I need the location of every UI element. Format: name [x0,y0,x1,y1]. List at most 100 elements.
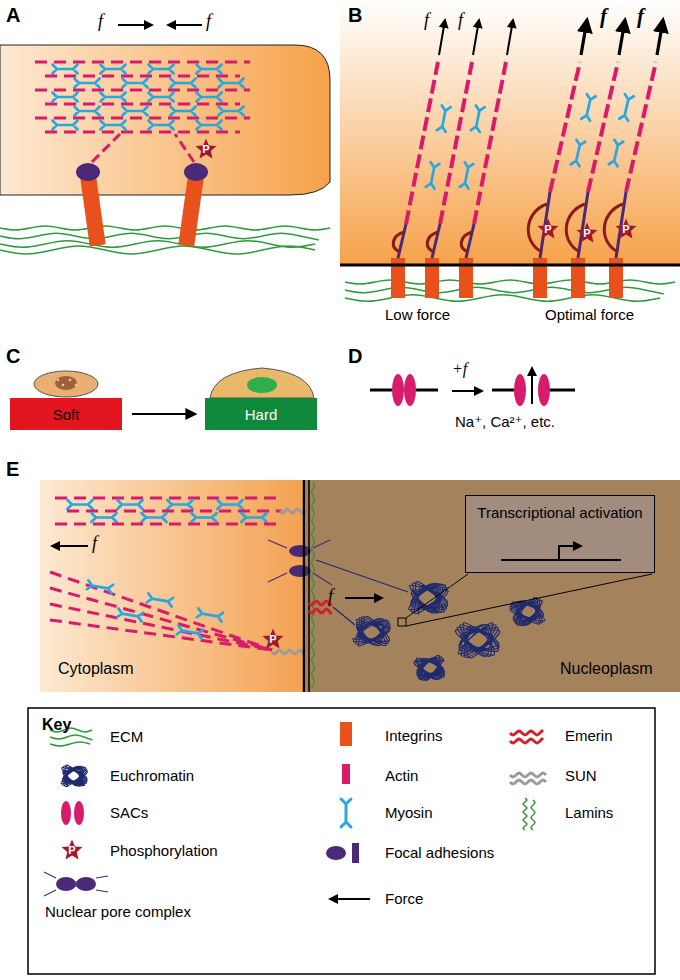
phosphorylation-mark: P [61,839,83,862]
phosphorylation-star: P [195,138,217,160]
force-arrow [473,20,479,55]
actin [35,89,250,92]
annotation: Na⁺, Ca²⁺, etc. [455,413,555,430]
myosin [67,500,92,509]
node-label: Soft [53,406,80,423]
force-arrow [168,24,202,26]
myosin [100,93,125,102]
substrate-hard: Hard [205,398,317,430]
legend-label: Force [385,890,423,907]
nucleoplasm [306,480,680,692]
ecm-fiber [0,226,330,230]
actin [67,510,282,513]
myosin [197,608,223,621]
panel-letter: A [6,4,20,27]
panel-letter: B [348,4,362,27]
focal-adhesion [76,163,100,181]
myosin [52,93,77,102]
force-arrow [345,597,382,599]
myosin [217,500,242,509]
npc-icon [96,890,108,892]
phosphorylation-mark: P [537,218,559,241]
ecm-icon [50,742,90,746]
node-label: Transcriptional activation [477,504,642,521]
npc-icon [76,877,96,891]
promoter-arrow [559,546,581,560]
force-arrow [52,545,88,547]
phosphorylation-star: P [61,839,83,861]
membrane [416,389,438,392]
legend-label: Focal adhesions [385,844,494,861]
actin [626,62,656,192]
annotation: Nucleoplasm [560,660,652,678]
actin [92,134,120,162]
nucleus-spot [69,379,72,382]
sun-icon [510,773,546,777]
cell-membrane [340,264,680,267]
stretch-activated-channel [538,374,550,406]
phosphorylation-mark: P [195,138,217,161]
focal-adhesion-loop [427,232,438,252]
myosin [609,140,623,167]
myosin [241,513,266,522]
myosin [100,65,125,74]
panel-letter: C [6,345,20,368]
promoter-symbol [501,534,621,568]
phosphorylation-mark: P [576,222,598,245]
sun-protein [272,650,305,655]
nucleus [247,377,277,393]
actin [55,523,282,526]
phosphorylation-mark: P [615,218,637,241]
nuclear-pore-filament [268,573,287,582]
myosin [191,513,216,522]
substrate-soft: Soft [10,398,122,430]
nuclear-pore-complex [289,545,311,557]
myosin [87,580,113,593]
legend-label: Actin [385,767,418,784]
actin [474,62,506,224]
zoom-line [406,574,468,618]
legend-label: Lamins [565,804,613,821]
panel-a-illustration [0,25,330,254]
integrin-icon [340,722,352,746]
node-label: Hard [245,406,278,423]
force-arrow [118,24,152,26]
actin [175,134,194,162]
dna-line [501,559,621,561]
myosin [122,79,147,88]
myosin [100,121,125,130]
euchromatin [455,623,499,658]
annotation: f [98,11,103,32]
focal-adhesion-loop [566,204,585,252]
myosin [218,107,243,116]
myosin [571,140,585,167]
membrane [550,389,575,392]
panel-letter: E [6,458,19,481]
legend-label: ECM [110,728,143,745]
myosin [122,107,147,116]
panel-d-illustration [370,368,575,406]
myosin [196,65,221,74]
key-frame [28,708,655,974]
nucleus-spot [75,384,78,387]
nuclear-envelope [303,480,306,692]
myosin [460,162,474,188]
annotation: f [92,533,97,554]
npc-icon [75,881,76,887]
spread-cell [210,368,314,398]
nuclear-pore-filament [313,540,330,548]
myosin [218,79,243,88]
actin [45,131,240,134]
myosin [167,500,192,509]
actin [550,62,580,192]
zoom-region [398,618,406,626]
myosin [196,121,221,130]
myosin [117,500,142,509]
phosphorylation-star: P [576,222,598,244]
lamin-icon [523,798,527,830]
sac-icon [74,801,84,825]
emerin [309,609,332,614]
focal-adhesion-loop [393,232,404,252]
focal-adhesion-icon [352,843,359,863]
annotation: f [458,10,463,31]
